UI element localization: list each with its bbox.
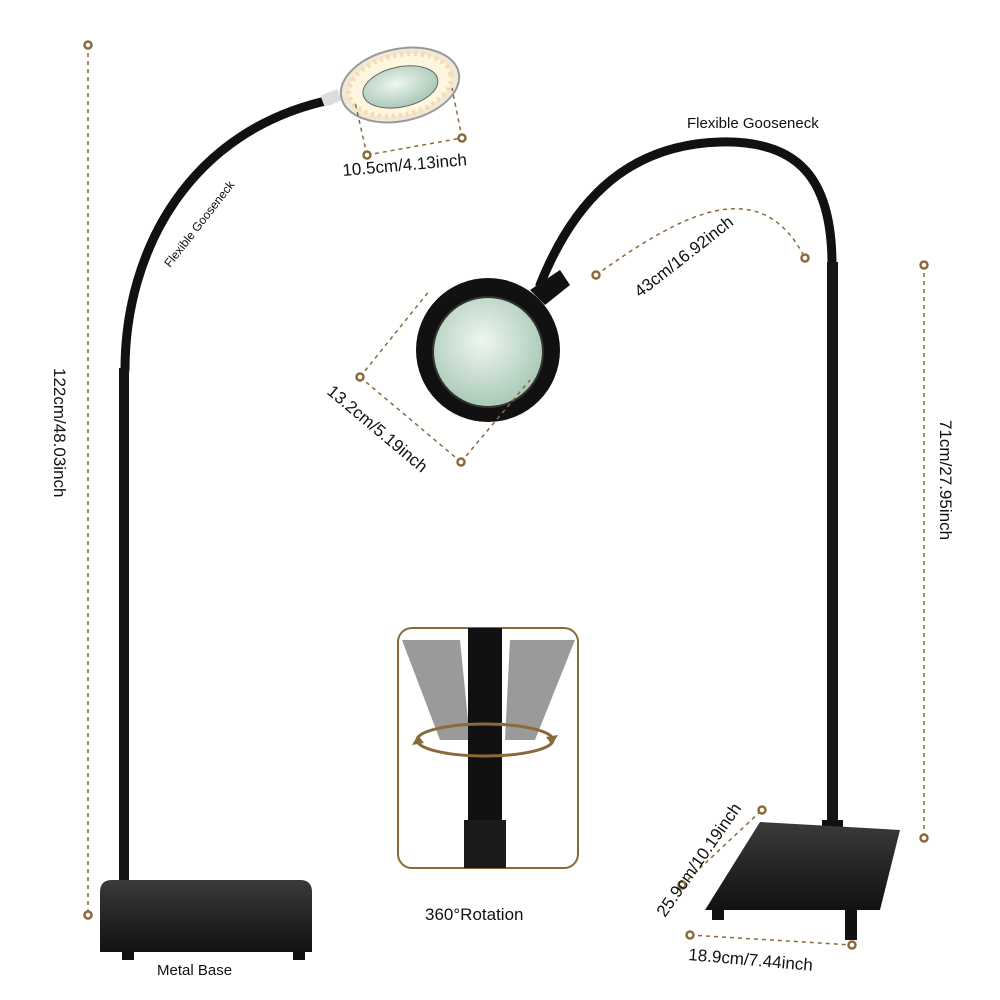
left-height-label: 122cm/48.03inch bbox=[50, 368, 69, 497]
left-base bbox=[100, 880, 312, 952]
left-magnifier-head bbox=[339, 46, 461, 124]
dimension-lines bbox=[87, 45, 925, 946]
right-gooseneck-label: Flexible Gooseneck bbox=[687, 115, 819, 132]
left-lens-diameter-label: 10.5cm/4.13inch bbox=[342, 150, 468, 180]
left-gooseneck-label: Flexible Gooseneck bbox=[161, 177, 238, 269]
left-lamp bbox=[100, 46, 461, 960]
right-lens-diameter-label: 13.2cm/5.19inch bbox=[323, 382, 431, 477]
rotation-label: 360°Rotation bbox=[425, 905, 523, 924]
left-gooseneck bbox=[120, 95, 335, 375]
right-gooseneck bbox=[535, 137, 837, 290]
metal-base-label: Metal Base bbox=[157, 962, 232, 979]
dimension-endpoints bbox=[83, 40, 929, 950]
rotation-inset bbox=[397, 627, 579, 869]
left-pole bbox=[119, 368, 129, 888]
gooseneck-length-label: 43cm/16.92inch bbox=[631, 212, 737, 301]
right-height-label: 71cm/27.95inch bbox=[936, 420, 955, 540]
right-magnifier-head bbox=[416, 270, 570, 422]
base-width-label: 18.9cm/7.44inch bbox=[688, 945, 814, 975]
right-pole bbox=[827, 262, 838, 832]
right-base bbox=[705, 822, 900, 910]
right-lamp bbox=[416, 137, 900, 940]
